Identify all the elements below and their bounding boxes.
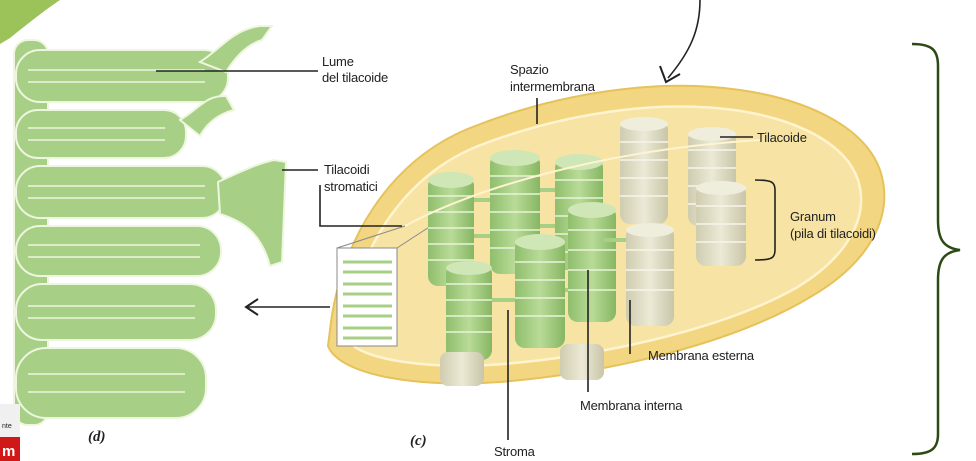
top-arrow (668, 0, 700, 78)
leaf-corner-shape (0, 0, 60, 44)
tilacoide-label: Tilacoide (757, 130, 807, 145)
membrana-esterna-label: Membrana esterna (648, 348, 755, 363)
tilacoidi-label-line1: Tilacoidi (324, 162, 370, 177)
spazio-label-line2: intermembrana (510, 79, 596, 94)
granum-label-line2: (pila di tilacoidi) (790, 226, 876, 241)
spazio-label-line1: Spazio (510, 62, 549, 77)
stromal-branch-lower (218, 160, 286, 266)
lume-label-line2: del tilacoide (322, 70, 388, 85)
section-bracket (912, 44, 960, 454)
panel-label-d: (d) (88, 429, 106, 445)
lume-label-line1: Lume (322, 54, 354, 69)
publisher-logo: nte m (0, 404, 20, 461)
stroma-label: Stroma (494, 444, 536, 459)
tilacoidi-label-line2: stromatici (324, 179, 378, 194)
thylakoid-membrane-system (14, 26, 286, 425)
stromal-branch-upper (200, 26, 272, 72)
top-arrow-head (660, 66, 680, 82)
membrana-interna-label: Membrana interna (580, 398, 683, 413)
granum-label-line1: Granum (790, 209, 836, 224)
svg-text:m: m (2, 443, 15, 460)
panel-label-c: (c) (410, 433, 427, 449)
svg-text:nte: nte (2, 423, 12, 430)
